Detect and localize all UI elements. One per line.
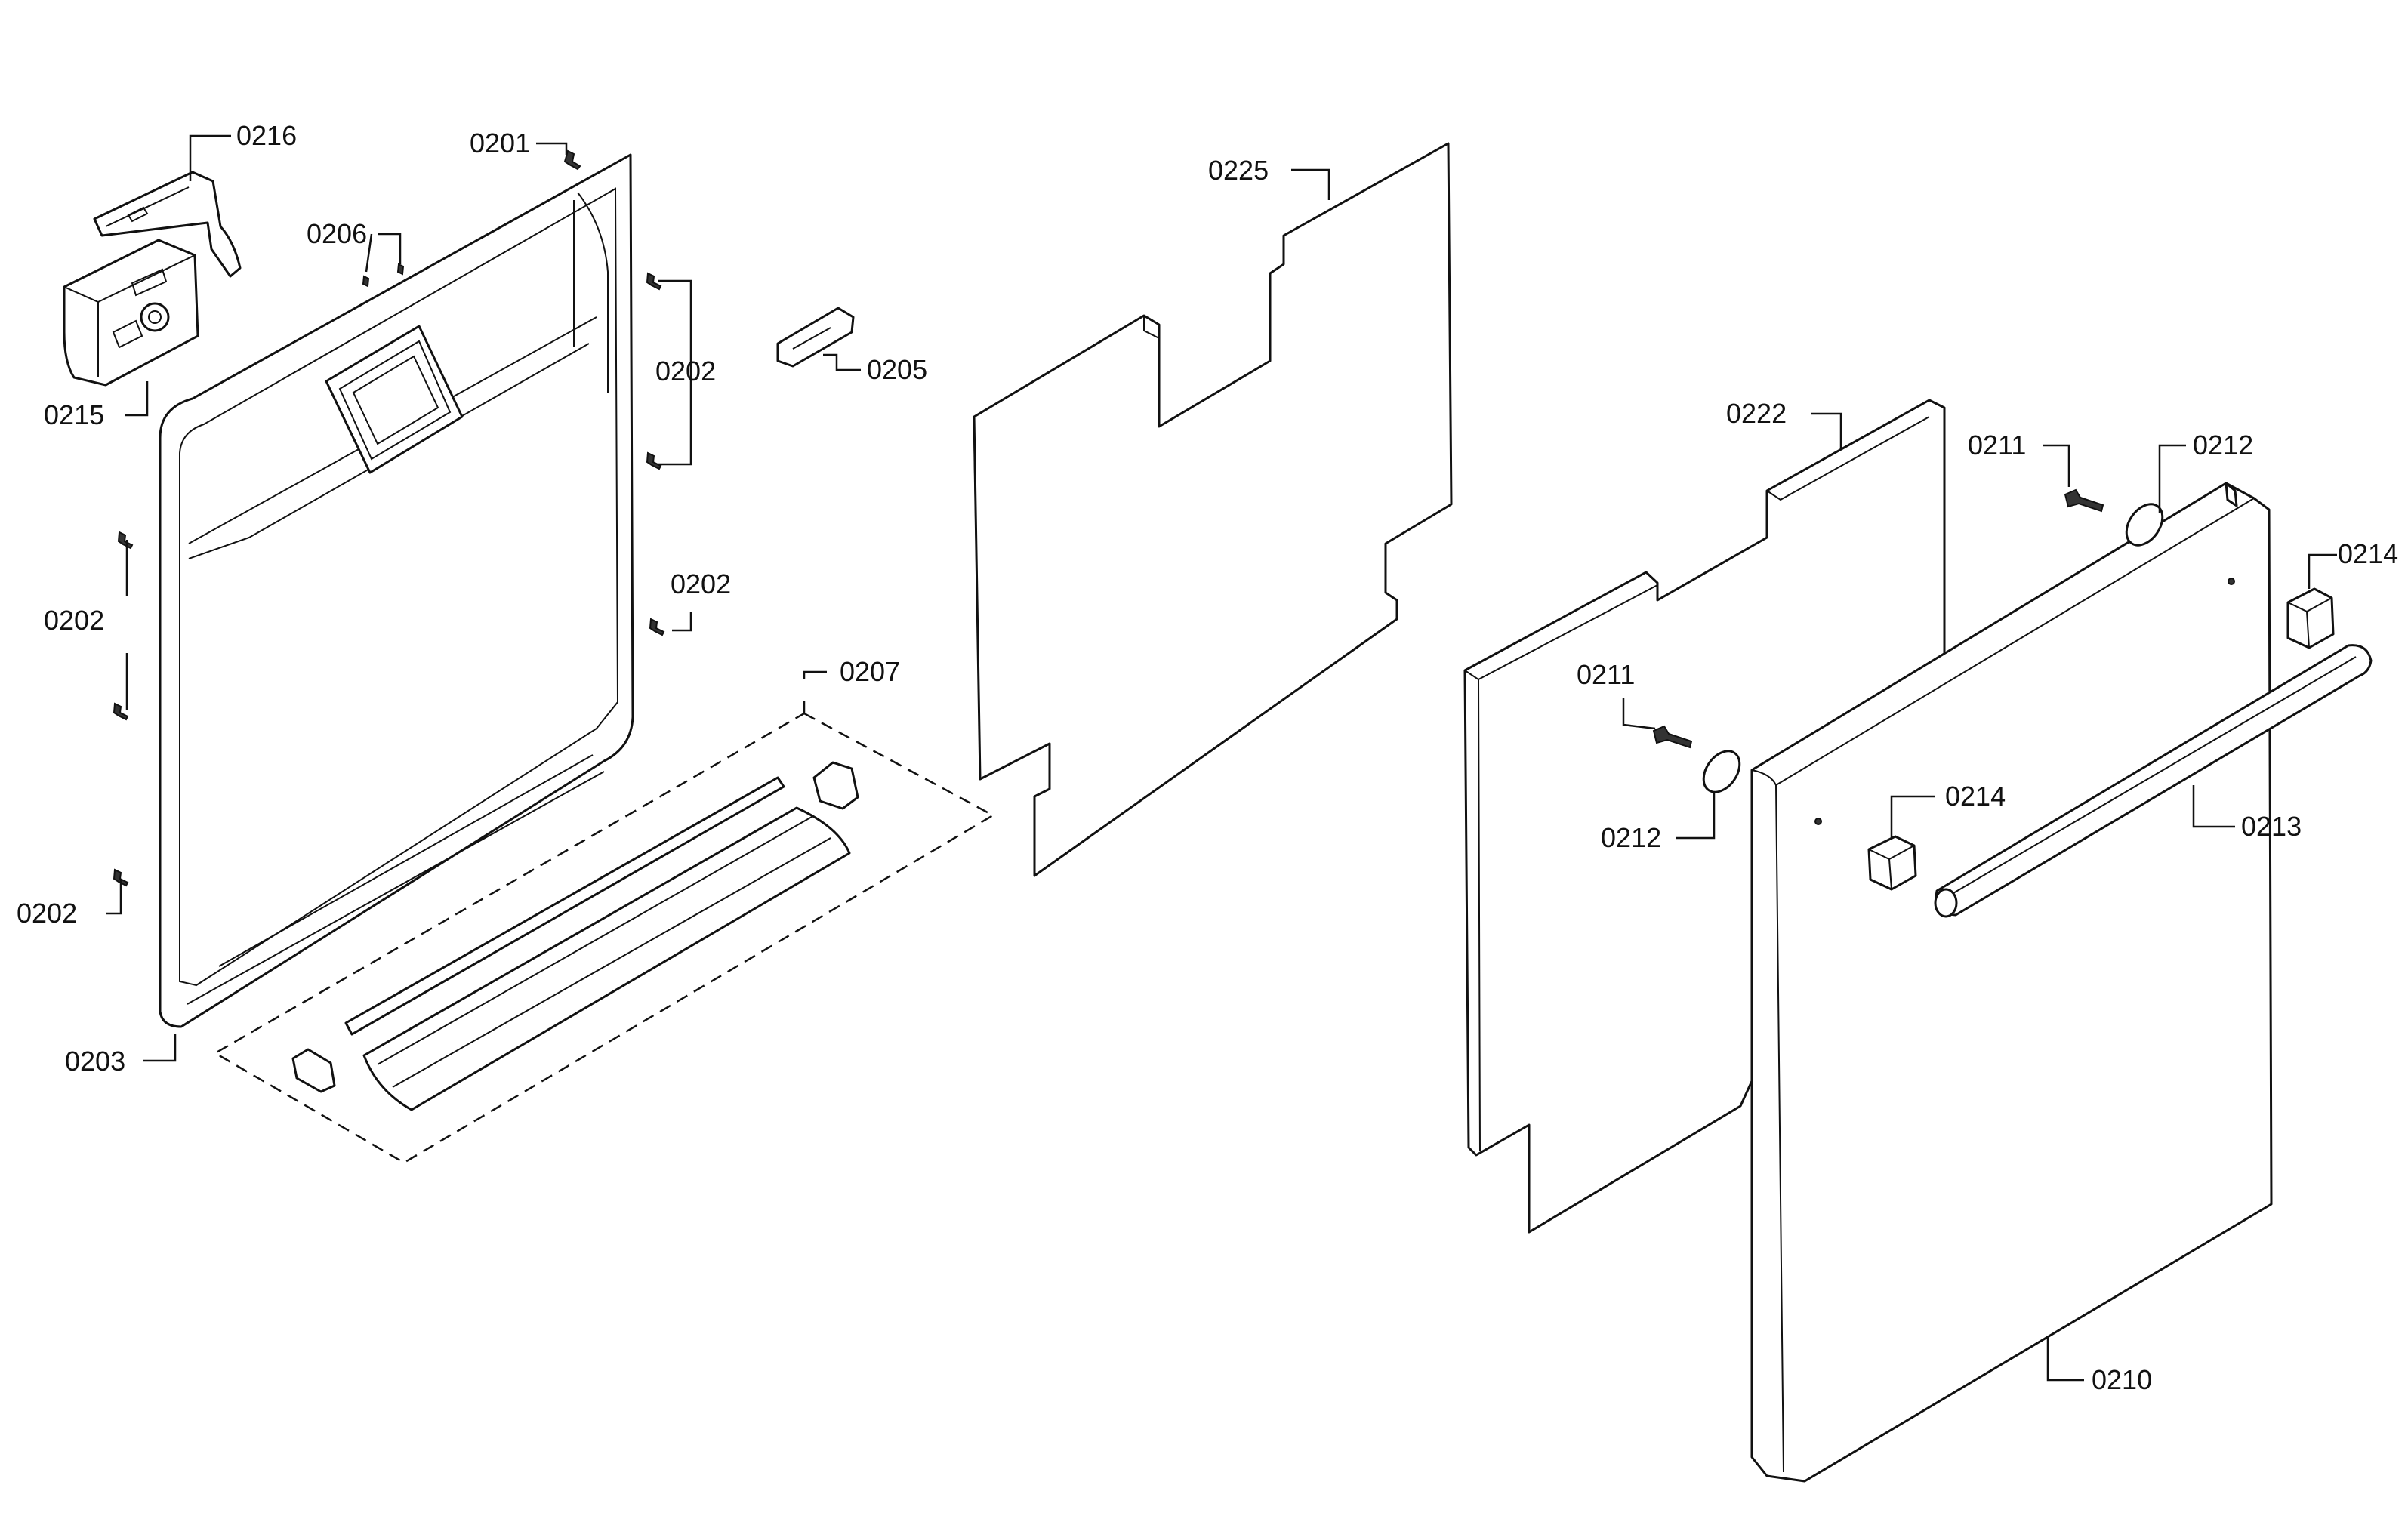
callout-0207: 0207 xyxy=(840,656,900,687)
bottom-trim-kit-0207 xyxy=(213,695,995,1164)
callout-0222: 0222 xyxy=(1726,398,1787,429)
callout-labels: 0216 0201 0206 0215 0202 0202 0202 0202 … xyxy=(17,120,2398,1395)
callout-0214-right: 0214 xyxy=(2338,538,2398,569)
door-handle-0213 xyxy=(1934,644,2373,918)
outer-door-panel-0210 xyxy=(1750,482,2273,1483)
callout-0216: 0216 xyxy=(236,120,297,151)
callout-0211-bottom: 0211 xyxy=(1577,659,1635,690)
callout-0202-left-bottom: 0202 xyxy=(17,898,77,929)
callout-0202-left-middle: 0202 xyxy=(44,605,104,636)
callout-0225: 0225 xyxy=(1208,155,1269,186)
callout-0212-bottom: 0212 xyxy=(1601,822,1661,853)
callout-0215: 0215 xyxy=(44,399,104,430)
callout-0212-top: 0212 xyxy=(2193,430,2253,461)
leader-lines xyxy=(106,134,2337,1382)
dispenser-unit-0215 xyxy=(63,239,199,387)
inner-door-frame xyxy=(159,153,634,1028)
callout-0213: 0213 xyxy=(2241,811,2302,842)
callout-0206: 0206 xyxy=(307,218,367,249)
callout-0211-top: 0211 xyxy=(1968,430,2026,461)
insulation-panel-0222 xyxy=(1463,399,1946,1234)
screw-0211-top xyxy=(2064,488,2104,513)
screw-0211-bottom xyxy=(1652,725,1693,749)
screws-0202 xyxy=(113,272,665,887)
washer-0212-top xyxy=(2125,503,2164,547)
callout-0202-right-bottom: 0202 xyxy=(671,568,731,599)
washer-0212-bottom xyxy=(1702,750,1741,793)
callout-0205: 0205 xyxy=(867,354,927,385)
latch-0205 xyxy=(776,307,855,368)
callout-0203: 0203 xyxy=(65,1046,125,1077)
callout-0202-right-top: 0202 xyxy=(655,356,716,387)
callout-0201: 0201 xyxy=(470,128,530,159)
callout-0214-left: 0214 xyxy=(1945,781,2006,812)
end-cap-0214-right xyxy=(2286,587,2335,649)
callout-0210: 0210 xyxy=(2092,1364,2152,1395)
screw-0201 xyxy=(563,149,581,171)
insulation-panel-0225 xyxy=(973,142,1453,877)
end-cap-0214-left xyxy=(1867,835,1917,891)
dispenser-opening xyxy=(325,325,464,474)
dispenser-cover-0216 xyxy=(93,171,242,278)
screw-0206 xyxy=(362,263,405,288)
